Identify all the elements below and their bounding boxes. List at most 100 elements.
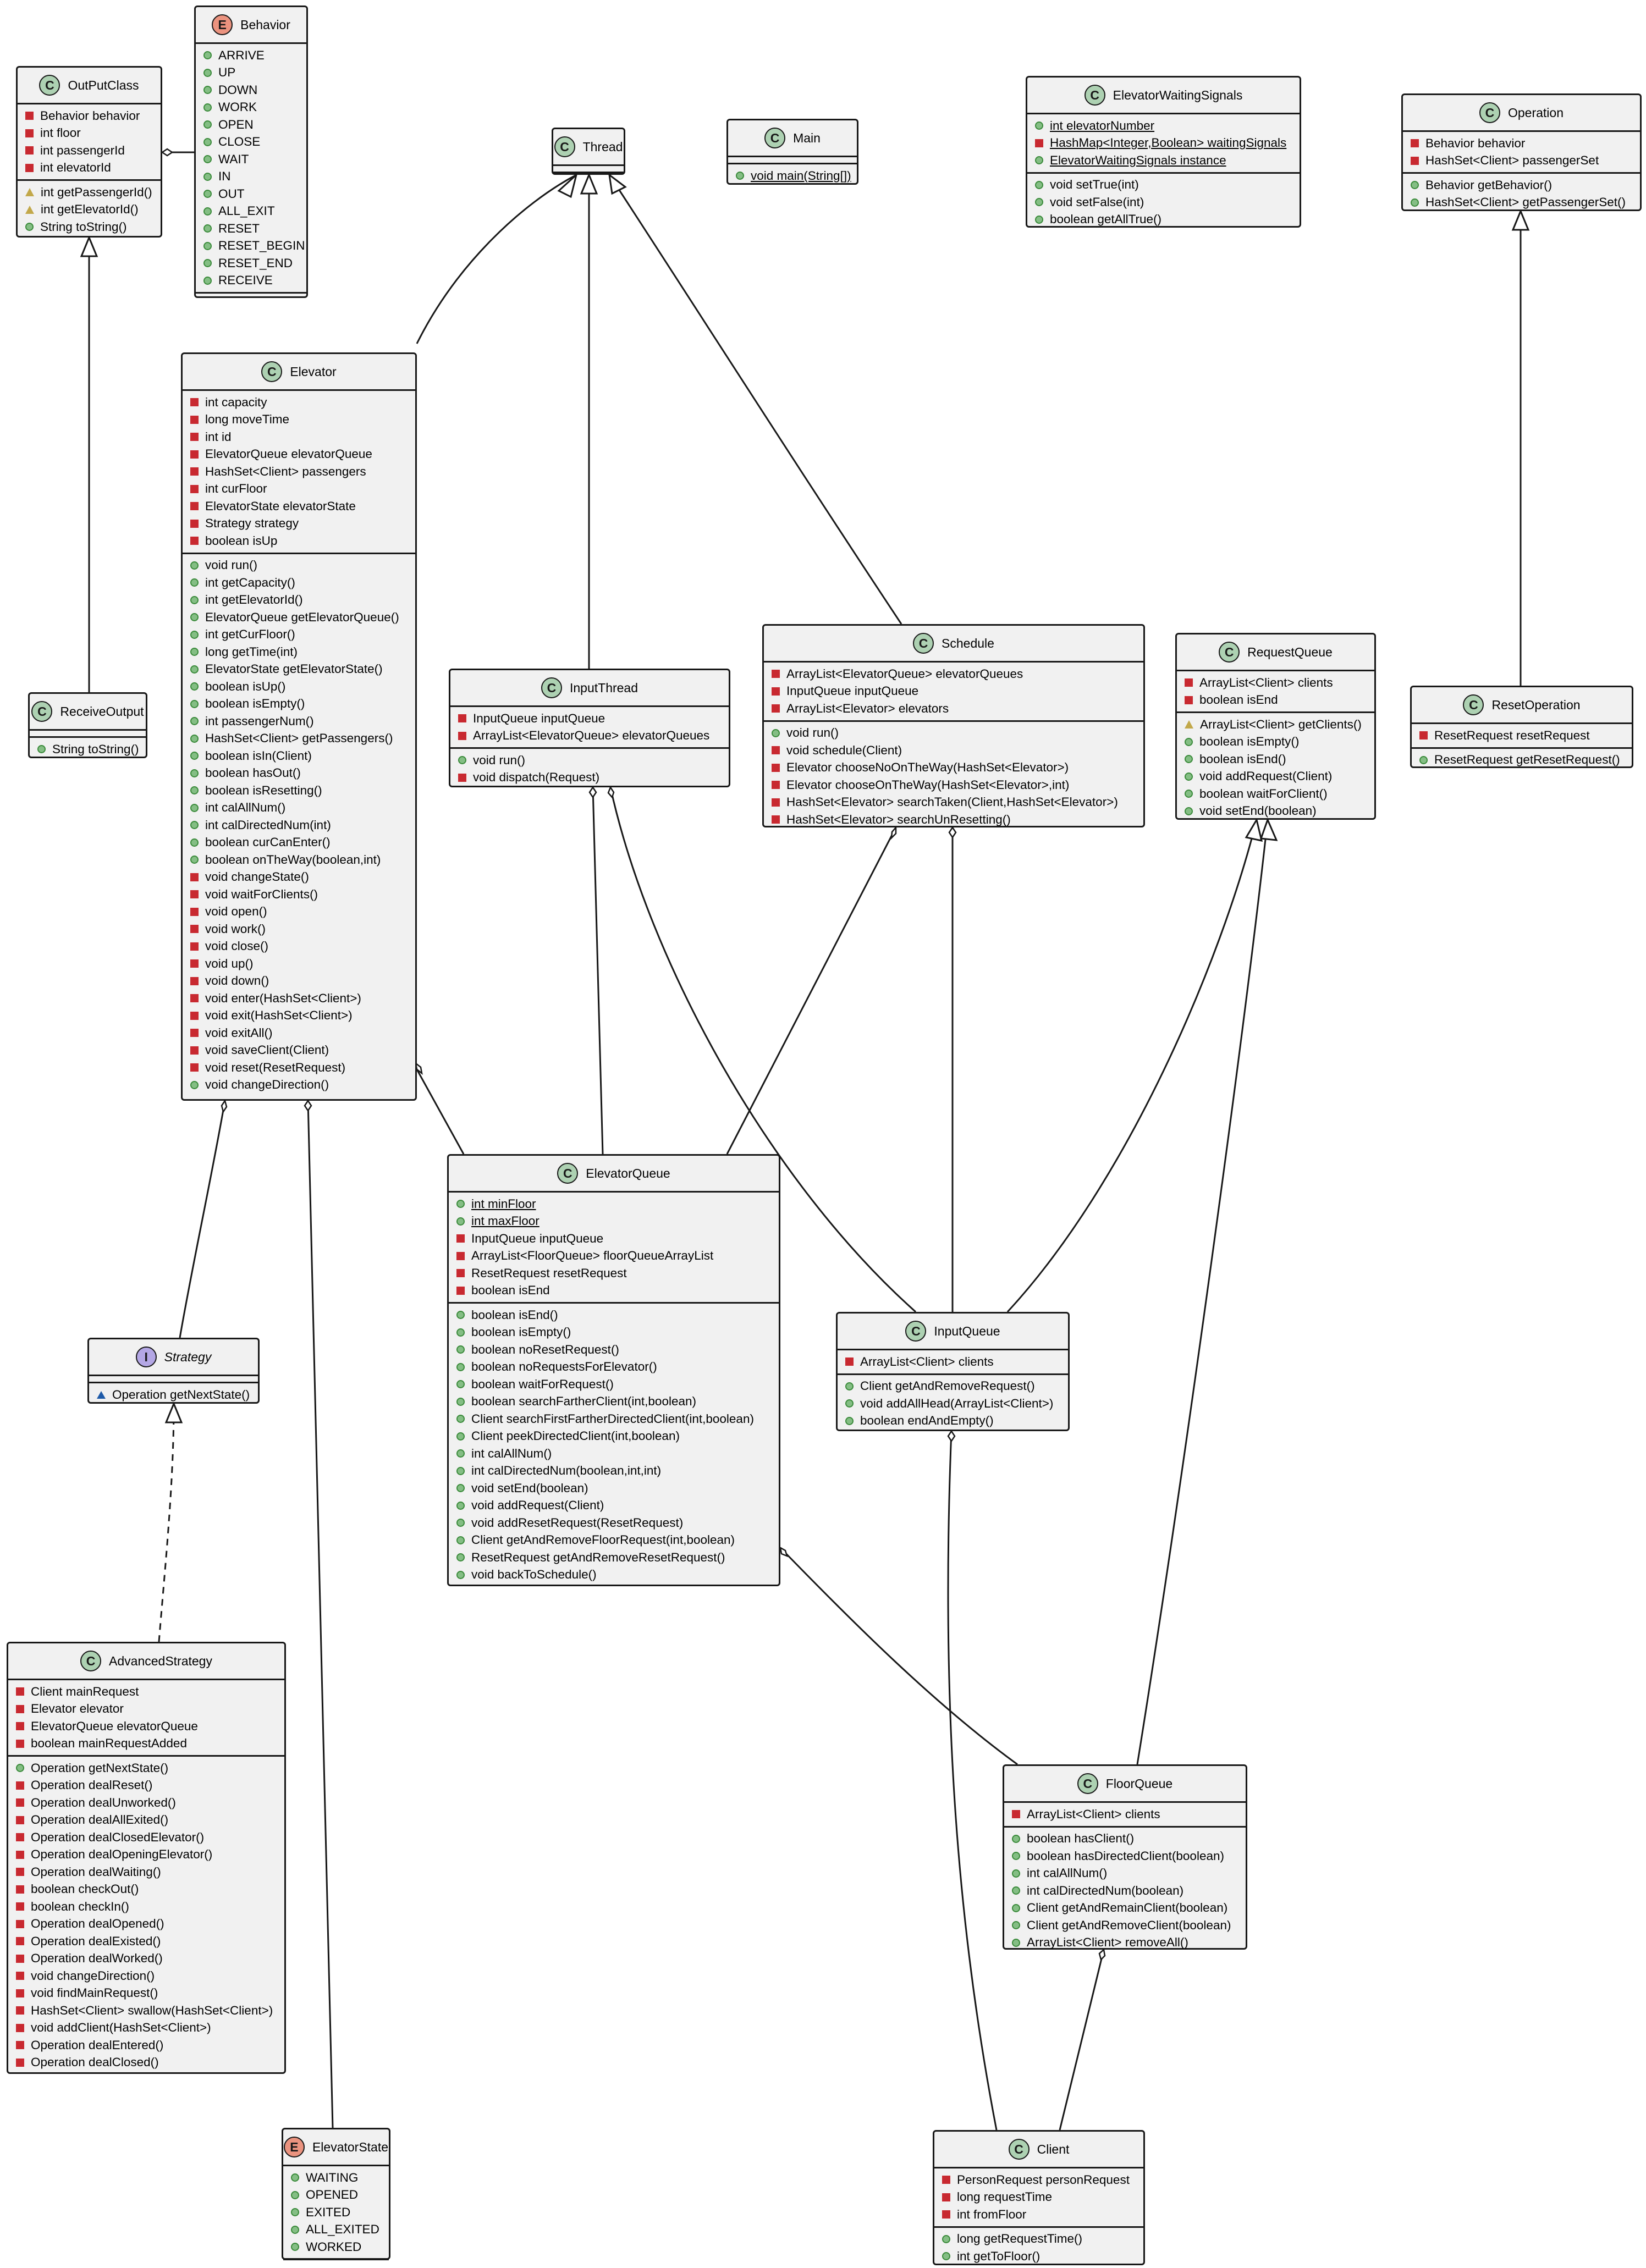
public-visibility-icon [942,2252,950,2261]
public-visibility-icon [16,1764,24,1773]
field-row: ElevatorState elevatorState [183,498,415,515]
method-text: boolean isEmpty() [205,697,305,711]
diamond-schedule-elevatorqueue [890,825,897,840]
field-row: InputQueue inputQueue [449,1230,779,1248]
class-badge-icon: C [764,128,786,148]
field-row: HashSet<Client> passengerSet [1403,152,1640,170]
public-visibility-icon [203,137,212,146]
method-text: void exitAll() [205,1025,273,1040]
method-row: boolean isIn(Client) [183,747,415,765]
public-visibility-icon [456,1217,465,1226]
field-row: ArrayList<ElevatorQueue> elevatorQueues [764,665,1143,683]
field-row: RECEIVE [196,272,306,290]
method-text: boolean isUp() [205,679,286,693]
method-row: Operation dealClosedElevator() [8,1829,284,1846]
method-text: void waitForClients() [205,887,318,901]
method-text: void saveClient(Client) [205,1043,329,1057]
methods-section: ArrayList<Client> getClients()boolean is… [1177,711,1374,823]
private-visibility-icon [16,1833,24,1842]
protected-visibility-icon [1185,720,1193,729]
method-text: long getTime(int) [205,644,298,659]
field-row: DOWN [196,81,306,99]
public-visibility-icon [190,786,199,795]
private-visibility-icon [190,942,199,951]
private-visibility-icon [190,450,199,459]
method-text: int getElevatorId() [41,202,139,217]
field-row: HashMap<Integer,Boolean> waitingSignals [1027,135,1300,152]
method-row: int calAllNum() [449,1445,779,1463]
private-visibility-icon [772,687,780,696]
class-name: InputThread [569,680,638,695]
public-visibility-icon [203,241,212,250]
field-text: RESET_END [218,256,293,270]
method-row: void open() [183,903,415,921]
field-text: ArrayList<Elevator> elevators [786,701,949,715]
method-row: Operation dealAllExited() [8,1812,284,1829]
class-badge-icon: C [913,633,934,654]
method-text: Operation dealOpened() [31,1917,164,1931]
method-text: void addResetRequest(ResetRequest) [471,1515,684,1530]
method-row: Operation dealEntered() [8,2037,284,2054]
private-visibility-icon [456,1234,465,1243]
method-text: void dispatch(Request) [473,770,600,785]
field-row: CLOSE [196,134,306,151]
method-row: ArrayList<Client> removeAll() [1004,1934,1246,1952]
method-row: void exit(HashSet<Client>) [183,1007,415,1025]
fields-section: ArrayList<Client> clients [838,1349,1068,1373]
public-visibility-icon [1012,1938,1020,1947]
private-visibility-icon [16,1815,24,1824]
method-text: boolean isEmpty() [471,1325,571,1339]
method-text: ResetRequest getAndRemoveResetRequest() [471,1550,725,1564]
method-text: Operation dealUnworked() [31,1795,176,1809]
method-row: boolean isEmpty() [183,696,415,713]
method-row: String toString() [18,218,161,236]
method-text: void findMainRequest() [31,1986,158,2000]
method-row: Client getAndRemoveFloorRequest(int,bool… [449,1532,779,1549]
method-text: boolean curCanEnter() [205,835,331,849]
field-text: ArrayList<ElevatorQueue> elevatorQueues [473,729,710,743]
fields-section [89,1375,258,1382]
field-row: ALL_EXIT [196,203,306,220]
diamond-outputclass-behavior [161,148,174,157]
private-visibility-icon [190,398,199,407]
field-text: HashSet<Client> passengerSet [1425,153,1599,168]
field-text: int id [205,429,232,444]
class-name: ResetOperation [1491,697,1581,712]
public-visibility-icon [203,120,212,129]
public-visibility-icon [456,1397,465,1406]
method-text: Client getAndRemoveFloorRequest(int,bool… [471,1533,735,1547]
public-visibility-icon [1185,772,1193,781]
field-row: InputQueue inputQueue [450,710,729,727]
method-text: int calDirectedNum(boolean,int,int) [471,1464,662,1478]
public-visibility-icon [1035,122,1043,130]
method-row: Client searchFirstFartherDirectedClient(… [449,1410,779,1428]
method-row: ArrayList<Client> getClients() [1177,716,1374,733]
class-name: ElevatorWaitingSignals [1113,87,1243,102]
method-text: void close() [205,939,269,953]
